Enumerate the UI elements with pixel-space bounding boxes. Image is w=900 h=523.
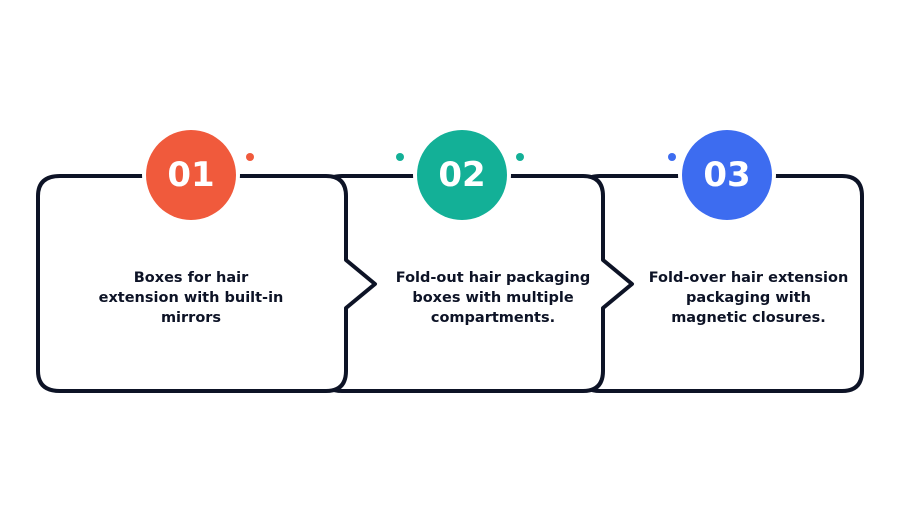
step-1-box [36,174,377,393]
connector-1-2-start-dot [246,153,254,161]
connector-2-3-start-dot [516,153,524,161]
step-2-number: 02 [438,155,485,195]
step-3-badge: 03 [678,126,776,224]
step-1-badge: 01 [142,126,240,224]
step-3-text: Fold-over hair extension packaging with … [648,270,849,326]
step-3-number: 03 [703,155,750,195]
connector-1-2-end-dot [396,153,404,161]
step-2-text: Fold-out hair packaging boxes with multi… [395,270,591,326]
connector-2-3-end-dot [668,153,676,161]
step-1-number: 01 [167,155,214,195]
step-2-badge: 02 [413,126,511,224]
step-1-text: Boxes for hair extension with built-in m… [98,270,284,326]
